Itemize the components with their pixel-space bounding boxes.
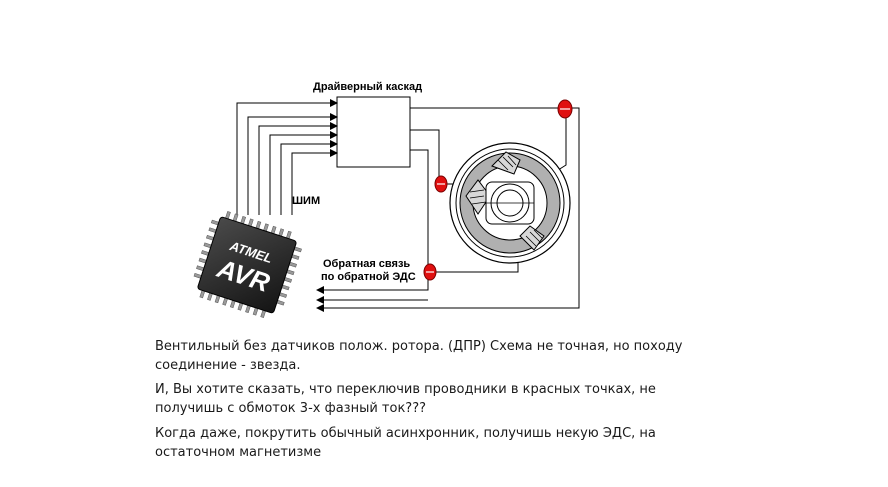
driver-stage-label: Драйверный каскад (313, 81, 423, 93)
caption-1-line-2: соединение - звезда. (155, 358, 301, 373)
driver-stage-box (336, 96, 411, 168)
caption-paragraph-2: И, Вы хотите сказать, что переключив про… (155, 380, 656, 418)
caption-paragraph-1: Вентильный без датчиков полож. ротора. (… (155, 337, 682, 375)
caption-3-line-2: остаточном магнетизме (155, 445, 322, 460)
avr-chip: ATMEL AVR (193, 211, 302, 319)
phase-wires (316, 107, 580, 312)
caption-3-line-1: Когда даже, покрутить обычный асинхронни… (155, 426, 656, 441)
pwm-label: ШИМ (292, 195, 321, 207)
bldc-motor (449, 142, 571, 264)
feedback-label-line2: по обратной ЭДС (321, 271, 416, 283)
caption-1-line-1: Вентильный без датчиков полож. ротора. (… (155, 339, 683, 354)
feedback-label-line1: Обратная связь (323, 258, 411, 270)
control-lines (236, 99, 338, 215)
caption-2-line-2: получишь с обмоток 3-х фазный ток??? (155, 401, 427, 416)
caption-paragraph-3: Когда даже, покрутить обычный асинхронни… (155, 424, 656, 462)
caption-2-line-1: И, Вы хотите сказать, что переключив про… (155, 382, 656, 397)
